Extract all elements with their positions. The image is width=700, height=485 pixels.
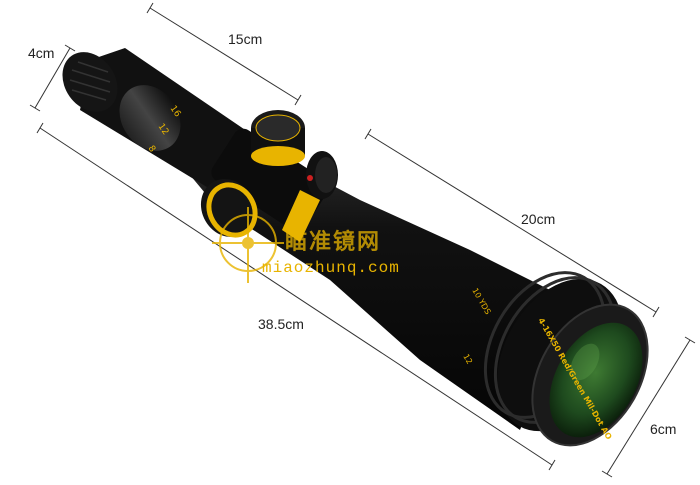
eyepiece-knurling: [69, 61, 111, 101]
label-objective-length: 20cm: [521, 211, 556, 227]
rifle-scope: 12 16 8 10 YDS 12 4-16X50 Red/Gr: [62, 48, 649, 447]
dimension-lines: [29, 2, 696, 478]
watermark-text-en: miaozhunq.com: [262, 259, 400, 277]
label-ocular-length: 15cm: [228, 31, 263, 47]
dim-line-total-length: [39, 127, 553, 466]
illumination-dot: [307, 175, 313, 181]
label-ocular-diameter: 4cm: [28, 45, 55, 61]
objective-lens: [549, 322, 643, 438]
label-objective-diameter: 6cm: [650, 421, 677, 437]
eyepiece: [62, 52, 118, 112]
label-total-length: 38.5cm: [258, 316, 304, 332]
watermark-text-cn: 瞄准镜网: [285, 230, 382, 255]
focus-number: 12: [461, 353, 474, 366]
gold-band: [282, 190, 320, 242]
dim-line-objective-length: [367, 133, 657, 313]
elevation-turret-ring: [251, 146, 305, 166]
dim-line-objective-diameter: [606, 339, 691, 475]
svg-text:8: 8: [146, 144, 158, 155]
dim-line-ocular-length: [149, 7, 299, 101]
dim-line-ocular-diameter: [34, 47, 71, 109]
watermark-crosshair: [212, 207, 284, 283]
power-ring: [119, 85, 181, 151]
